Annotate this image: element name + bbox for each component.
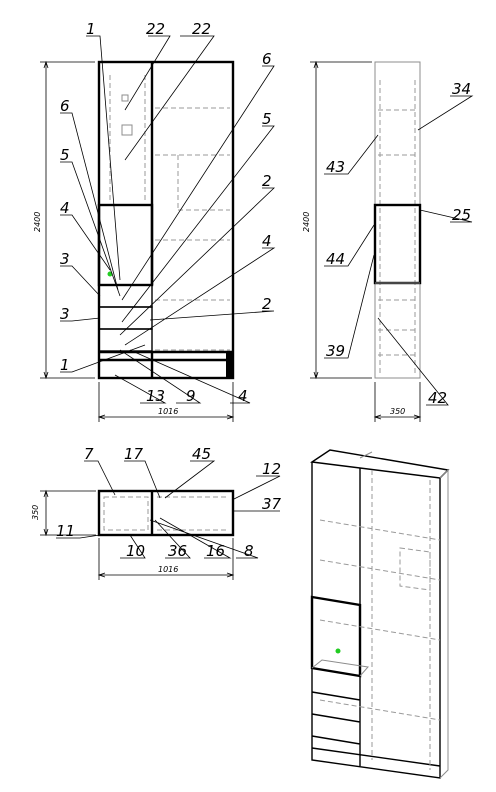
top-width-dimension: [97, 538, 235, 580]
iso-drawer-top: [311, 659, 369, 677]
front-callout-22a: 22: [146, 20, 165, 38]
front-hidden-lines: [109, 75, 230, 351]
front-callout-3a: 3: [60, 250, 70, 268]
front-callout-6b: 6: [60, 97, 70, 115]
side-callout-39: 39: [326, 342, 345, 360]
iso-front-outline: [311, 462, 441, 779]
front-outline: [97, 60, 235, 380]
front-plinth: [99, 350, 233, 378]
side-width-label: 350: [390, 407, 405, 416]
top-depth-dimension: [40, 489, 96, 537]
iso-plinth: [311, 747, 441, 767]
front-callout-6a: 6: [262, 50, 272, 68]
side-leaders: [324, 95, 474, 406]
side-width-dimension: [373, 382, 422, 422]
top-callout-17: 17: [124, 445, 144, 463]
top-width-label: 1016: [158, 565, 178, 574]
front-view: 2400 1016 1 22 22 6 6 5 5 2 4 4 3 3 2 1 …: [33, 20, 276, 422]
top-callout-45: 45: [192, 445, 211, 463]
side-callout-34: 34: [452, 80, 471, 98]
top-callout-11: 11: [56, 522, 75, 540]
top-hidden-lines: [103, 496, 228, 531]
top-callout-37: 37: [262, 495, 282, 513]
front-height-label: 2400: [33, 212, 42, 232]
top-callout-16: 16: [206, 542, 225, 560]
side-view: 2400 350 34 43 25 44 39 42: [302, 60, 474, 422]
front-callout-9: 9: [186, 387, 196, 405]
top-callout-7: 7: [84, 445, 94, 463]
front-callout-3b: 3: [60, 305, 70, 323]
front-upper-niche: [97, 203, 154, 287]
front-callout-4a: 4: [60, 199, 70, 217]
side-callout-25: 25: [452, 206, 471, 224]
top-callout-10: 10: [126, 542, 145, 560]
isometric-view: [310, 449, 450, 779]
front-callout-4b: 4: [262, 232, 272, 250]
front-handle-mark: [121, 94, 129, 102]
top-outline: [97, 489, 235, 537]
iso-drawers: [311, 667, 361, 748]
front-callout-22b: 22: [192, 20, 211, 38]
top-leaders: [56, 460, 281, 559]
front-callout-1b: 1: [60, 356, 70, 374]
side-height-dimension: [310, 60, 372, 380]
front-callout-2b: 2: [262, 295, 272, 313]
front-width-label: 1016: [158, 407, 178, 416]
side-outline: [374, 61, 421, 379]
iso-niche: [310, 595, 362, 678]
iso-side: [439, 468, 449, 779]
iso-green-marker: [335, 648, 341, 654]
iso-top: [310, 449, 450, 479]
front-callout-4c: 4: [238, 387, 248, 405]
side-drawer-block: [375, 282, 420, 379]
iso-hidden: [319, 470, 441, 770]
front-callout-1: 1: [86, 20, 96, 38]
side-callout-44: 44: [326, 250, 345, 268]
front-base-block: [226, 352, 233, 378]
front-drawer-1: [98, 284, 153, 308]
front-leaders: [60, 35, 276, 404]
side-height-label: 2400: [302, 212, 311, 232]
side-callout-43: 43: [326, 158, 345, 176]
top-view: 350 1016 7 17 45 12 37 11 10 36 16 8: [31, 445, 282, 580]
front-height-dimension: [40, 60, 95, 380]
top-depth-label: 350: [31, 505, 40, 520]
front-callout-13: 13: [146, 387, 165, 405]
side-callout-42: 42: [428, 389, 447, 407]
front-callout-2a: 2: [262, 172, 272, 190]
front-width-dimension: [97, 382, 235, 422]
front-callout-5a: 5: [262, 110, 272, 128]
front-handle-mark-2: [121, 124, 133, 136]
front-callout-5b: 5: [60, 146, 70, 164]
side-niche: [373, 203, 422, 285]
side-hidden-lines: [378, 80, 418, 375]
top-callout-8: 8: [244, 542, 254, 560]
top-callout-12: 12: [262, 460, 281, 478]
iso-top-seam: [359, 451, 373, 459]
top-callout-36: 36: [168, 542, 187, 560]
